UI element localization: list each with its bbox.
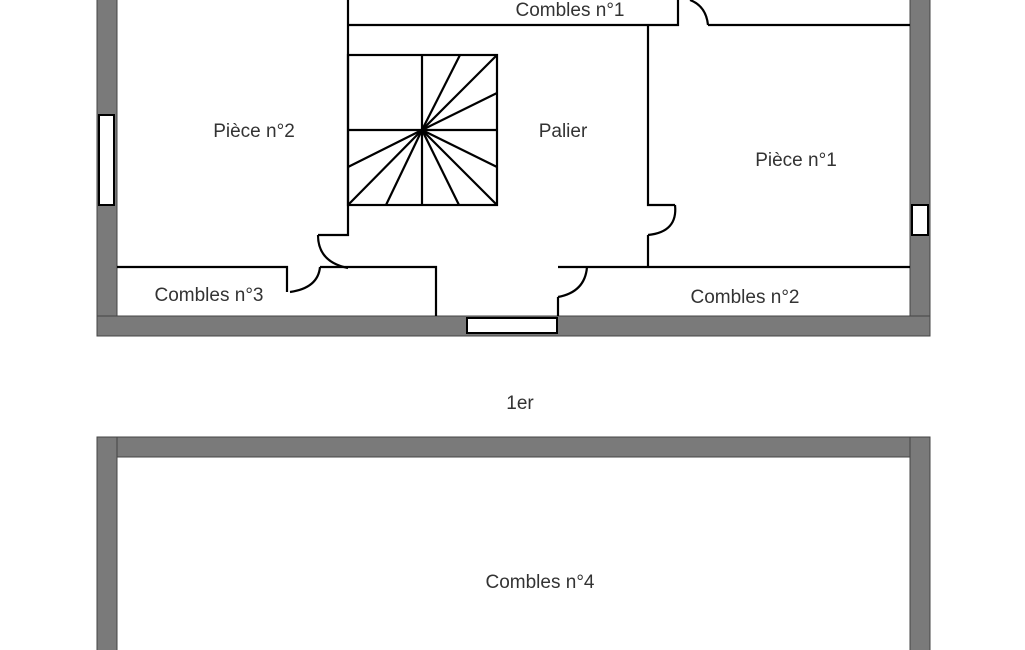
room-label-combles-1: Combles n°1 [516,0,625,21]
room-label-palier: Palier [539,121,588,142]
lower-plan: Combles n°4 [96,436,931,650]
floor-label: 1er [506,393,534,414]
staircase [346,53,499,207]
door-arc [316,234,349,270]
window-bottom [466,317,558,334]
door-arc [557,266,589,299]
door-arc [647,204,677,237]
window-right [911,204,929,236]
wall-left [96,436,118,650]
wall-right [909,0,931,337]
room-label-piece-1: Pièce n°1 [755,150,837,171]
window-left [98,114,115,206]
door-arc [689,0,710,26]
door-arc [289,266,322,294]
room-label-piece-2: Pièce n°2 [213,121,295,142]
room-label-combles-2: Combles n°2 [691,287,800,308]
wall-top [96,436,931,458]
room-label-combles-3: Combles n°3 [155,285,264,306]
interior-walls [117,0,910,316]
room-label-combles-4: Combles n°4 [486,572,595,593]
upper-plan: Combles n°1 Pièce n°2 Palier Pièce n°1 C… [96,0,931,337]
wall-right [909,436,931,650]
